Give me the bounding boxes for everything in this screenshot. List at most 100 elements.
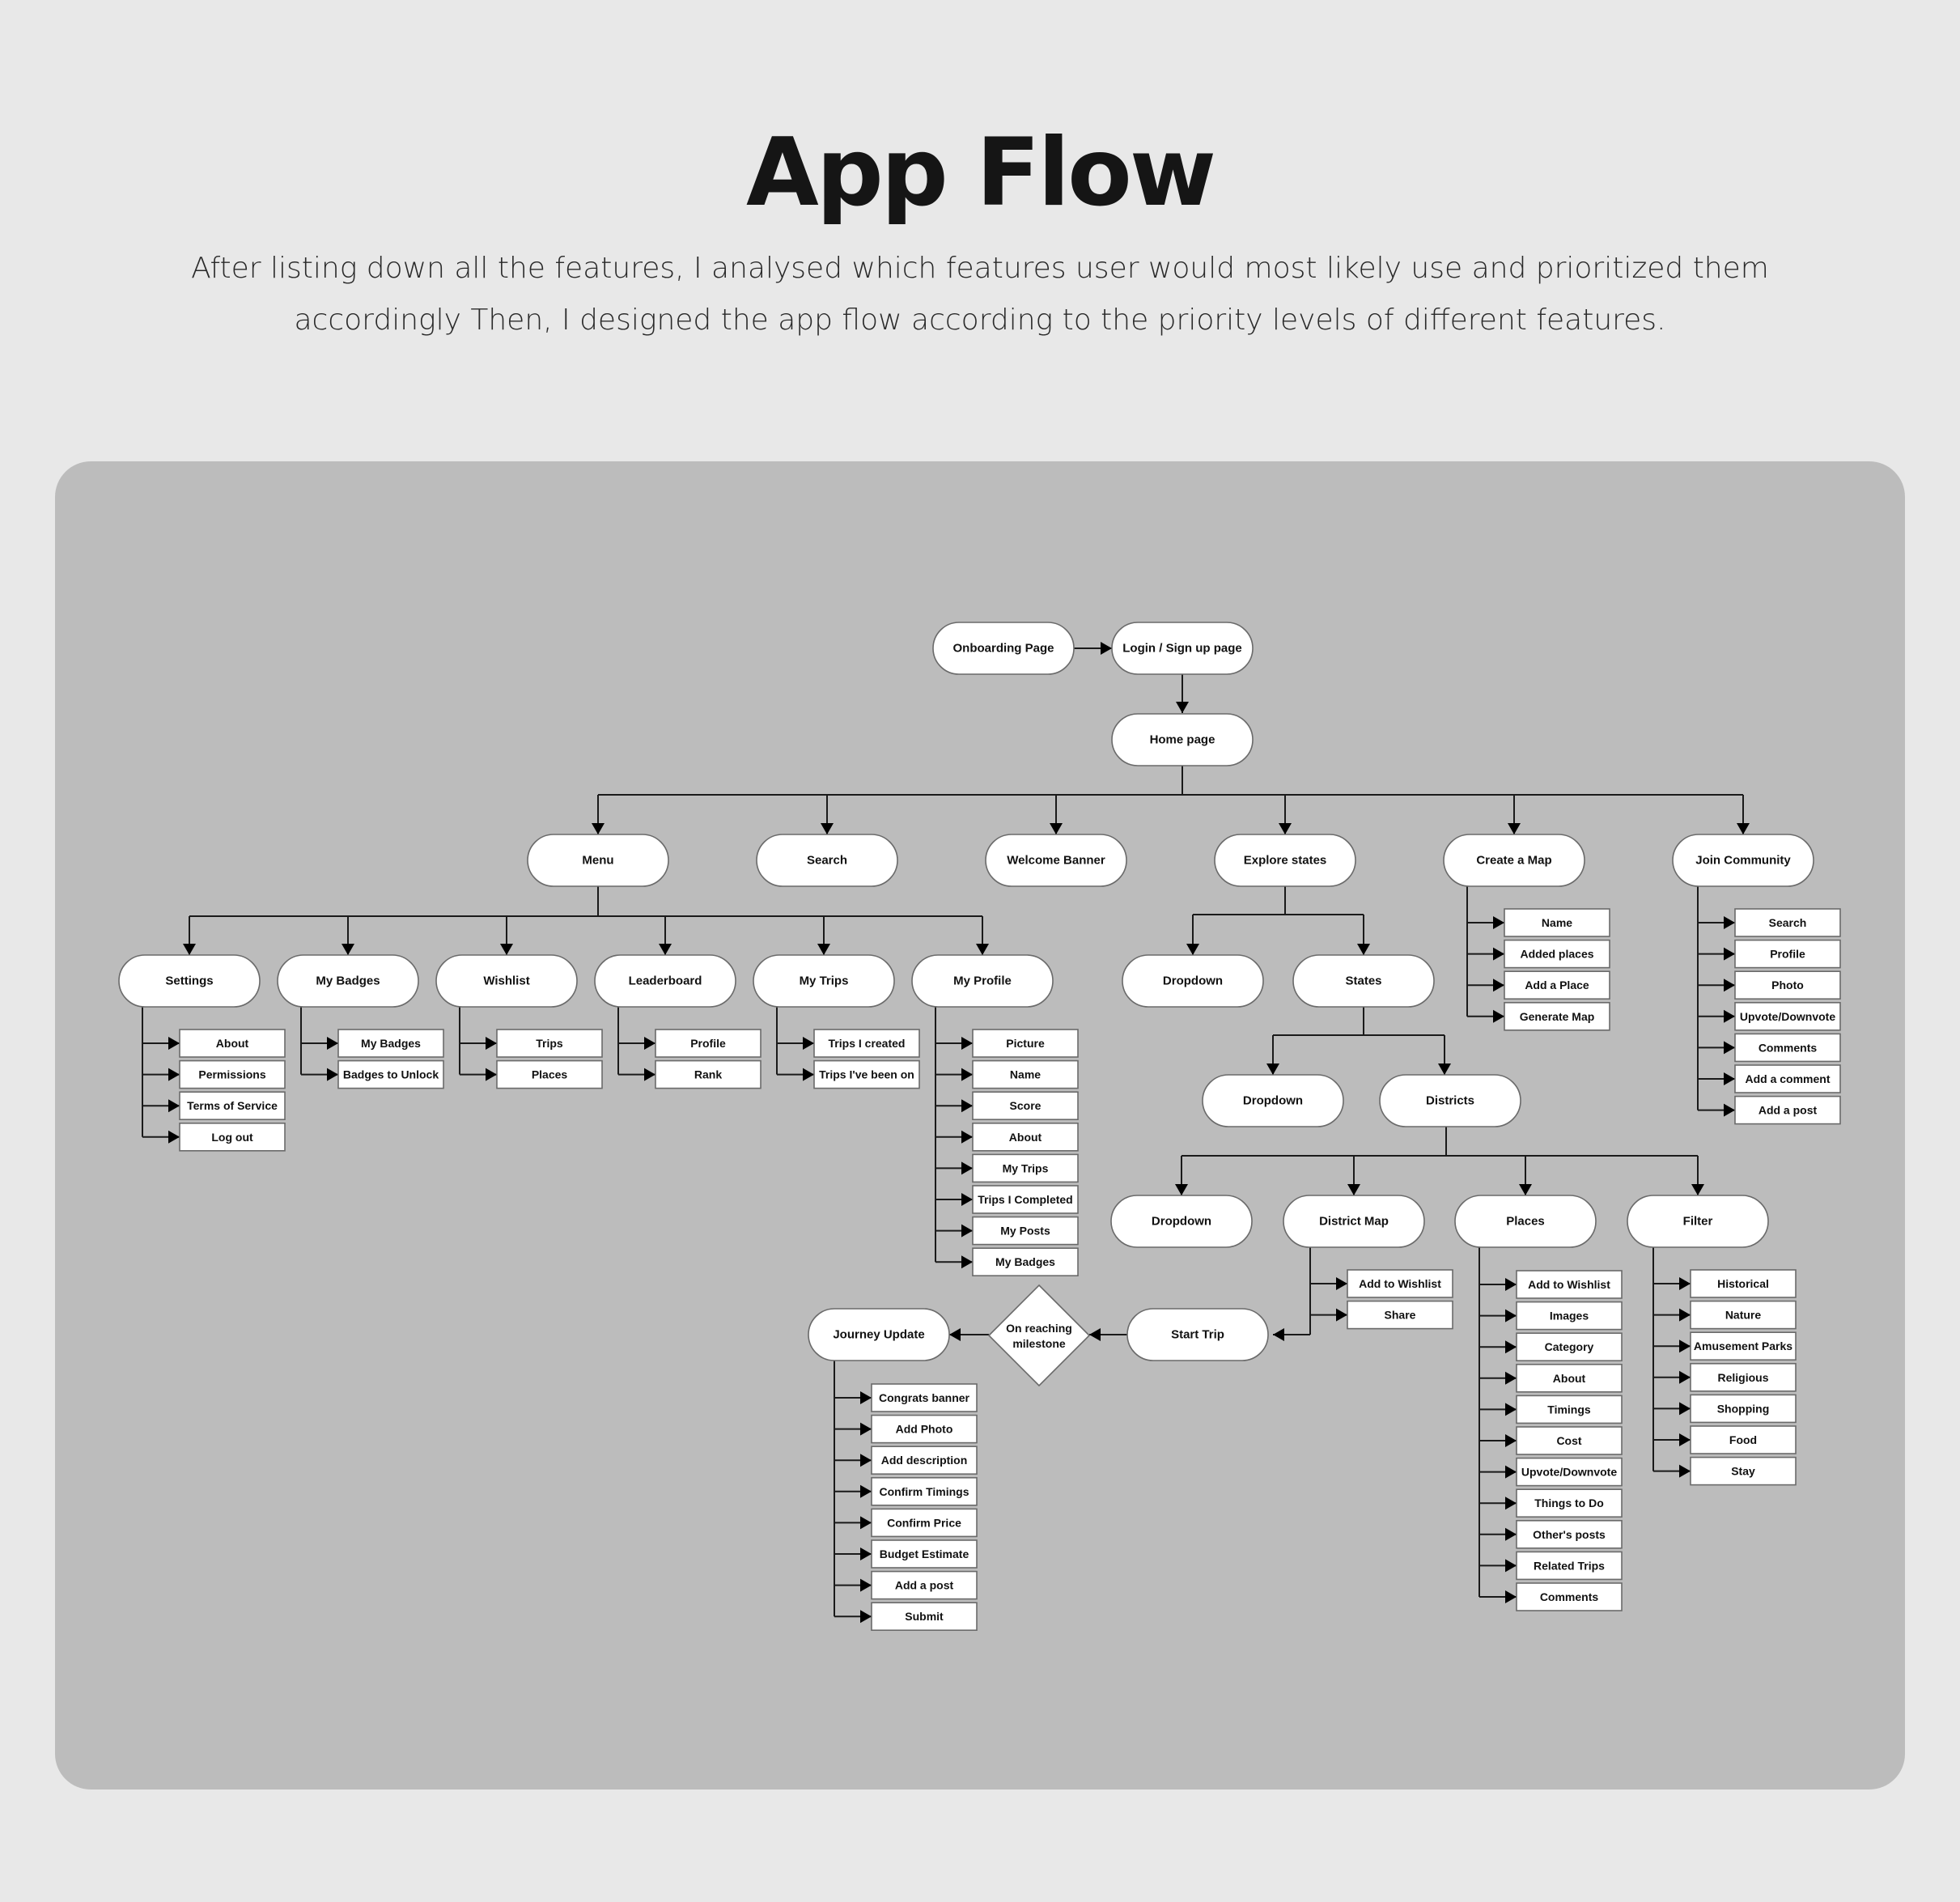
item-leaderboard-rank[interactable]: Rank [655, 1059, 762, 1089]
node-district-dropdown[interactable]: Dropdown [1110, 1195, 1253, 1248]
node-search[interactable]: Search [756, 834, 898, 887]
node-states-dropdown[interactable]: Dropdown [1202, 1074, 1344, 1127]
node-menu-my-profile[interactable]: My Profile [911, 954, 1054, 1008]
arrow-down-icon [592, 823, 605, 834]
arrow-right-icon [1505, 1309, 1517, 1322]
item-journey-submit[interactable]: Submit [871, 1602, 978, 1631]
node-label: My Trips [1003, 1161, 1049, 1174]
node-district-district-map[interactable]: District Map [1283, 1195, 1425, 1248]
item-community-profile[interactable]: Profile [1734, 939, 1841, 969]
item-journey-add-description[interactable]: Add description [871, 1446, 978, 1475]
item-create-map-added-places[interactable]: Added places [1504, 939, 1610, 969]
item-shape [871, 1602, 978, 1631]
item-places-cost[interactable]: Cost [1516, 1426, 1623, 1455]
node-login-signup-page[interactable]: Login / Sign up page [1111, 622, 1254, 675]
item-my-profile-about[interactable]: About [972, 1123, 1079, 1152]
item-settings-permissions[interactable]: Permissions [179, 1059, 286, 1089]
item-places-add-to-wishlist[interactable]: Add to Wishlist [1516, 1270, 1623, 1299]
node-district-places[interactable]: Places [1454, 1195, 1597, 1248]
node-menu-my-trips[interactable]: My Trips [753, 954, 895, 1008]
item-shape [1690, 1363, 1797, 1392]
item-create-map-generate-map[interactable]: Generate Map [1504, 1002, 1610, 1031]
node-label: Nature [1725, 1309, 1762, 1322]
item-settings-terms-of-service[interactable]: Terms of Service [179, 1091, 286, 1120]
item-district-map-share[interactable]: Share [1347, 1300, 1453, 1330]
item-filter-religious[interactable]: Religious [1690, 1363, 1797, 1392]
item-filter-nature[interactable]: Nature [1690, 1300, 1797, 1330]
node-states[interactable]: States [1292, 954, 1435, 1008]
node-start-trip[interactable]: Start Trip [1126, 1308, 1269, 1361]
item-journey-add-a-post[interactable]: Add a post [871, 1570, 978, 1600]
item-create-map-add-a-place[interactable]: Add a Place [1504, 970, 1610, 1000]
node-menu-settings[interactable]: Settings [118, 954, 261, 1008]
item-district-map-add-to-wishlist[interactable]: Add to Wishlist [1347, 1269, 1453, 1298]
item-wishlist-places[interactable]: Places [496, 1059, 603, 1089]
item-community-add-a-comment[interactable]: Add a comment [1734, 1064, 1841, 1093]
item-my-profile-trips-i-completed[interactable]: Trips I Completed [972, 1185, 1079, 1214]
item-places-comments[interactable]: Comments [1516, 1582, 1623, 1611]
item-settings-log-out[interactable]: Log out [179, 1123, 286, 1152]
item-my-profile-score[interactable]: Score [972, 1091, 1079, 1120]
item-leaderboard-profile[interactable]: Profile [655, 1029, 762, 1058]
item-places-category[interactable]: Category [1516, 1332, 1623, 1361]
item-community-add-a-post[interactable]: Add a post [1734, 1095, 1841, 1125]
node-menu-my-badges[interactable]: My Badges [277, 954, 419, 1008]
item-my-profile-my-trips[interactable]: My Trips [972, 1153, 1079, 1183]
node-journey-update[interactable]: Journey Update [808, 1308, 950, 1361]
item-places-related-trips[interactable]: Related Trips [1516, 1551, 1623, 1581]
node-shape [756, 834, 898, 887]
item-filter-amusement-parks[interactable]: Amusement Parks [1690, 1331, 1797, 1361]
node-district-filter[interactable]: Filter [1627, 1195, 1769, 1248]
node-districts[interactable]: Districts [1379, 1074, 1521, 1127]
item-community-upvote-downvote[interactable]: Upvote/Downvote [1734, 1002, 1841, 1031]
node-onboarding-page[interactable]: Onboarding Page [932, 622, 1075, 675]
item-places-timings[interactable]: Timings [1516, 1395, 1623, 1424]
node-label: Add a post [895, 1579, 954, 1592]
item-my-profile-name[interactable]: Name [972, 1059, 1079, 1089]
item-places-about[interactable]: About [1516, 1364, 1623, 1393]
item-my-trips-trips-i-created[interactable]: Trips I created [813, 1029, 920, 1058]
item-shape [337, 1059, 444, 1089]
item-places-other-s-posts[interactable]: Other's posts [1516, 1520, 1623, 1549]
item-my-badges-my-badges[interactable]: My Badges [337, 1029, 444, 1058]
node-create-a-map[interactable]: Create a Map [1443, 834, 1585, 887]
item-wishlist-trips[interactable]: Trips [496, 1029, 603, 1058]
item-community-search[interactable]: Search [1734, 908, 1841, 937]
item-shape [871, 1414, 978, 1444]
node-home-page[interactable]: Home page [1111, 713, 1254, 766]
node-label: Start Trip [1171, 1328, 1224, 1342]
item-my-profile-my-posts[interactable]: My Posts [972, 1216, 1079, 1246]
item-places-upvote-downvote[interactable]: Upvote/Downvote [1516, 1457, 1623, 1487]
item-create-map-name[interactable]: Name [1504, 908, 1610, 937]
item-journey-confirm-timings[interactable]: Confirm Timings [871, 1477, 978, 1506]
item-my-profile-my-badges[interactable]: My Badges [972, 1247, 1079, 1276]
item-journey-congrats-banner[interactable]: Congrats banner [871, 1383, 978, 1412]
node-join-community[interactable]: Join Community [1672, 834, 1814, 887]
item-filter-historical[interactable]: Historical [1690, 1269, 1797, 1298]
item-journey-budget-estimate[interactable]: Budget Estimate [871, 1539, 978, 1569]
item-settings-about[interactable]: About [179, 1029, 286, 1058]
node-shape [435, 954, 578, 1008]
item-filter-food[interactable]: Food [1690, 1425, 1797, 1454]
item-filter-shopping[interactable]: Shopping [1690, 1394, 1797, 1424]
node-explore-dropdown[interactable]: Dropdown [1122, 954, 1264, 1008]
item-community-comments[interactable]: Comments [1734, 1033, 1841, 1063]
item-my-profile-picture[interactable]: Picture [972, 1029, 1079, 1058]
item-my-badges-badges-to-unlock[interactable]: Badges to Unlock [337, 1059, 444, 1089]
item-my-trips-trips-i-ve-been-on[interactable]: Trips I've been on [813, 1059, 920, 1089]
item-places-images[interactable]: Images [1516, 1301, 1623, 1331]
node-menu-leaderboard[interactable]: Leaderboard [594, 954, 736, 1008]
node-label: My Badges [316, 974, 380, 988]
node-menu[interactable]: Menu [527, 834, 669, 887]
item-community-photo[interactable]: Photo [1734, 970, 1841, 1000]
item-journey-confirm-price[interactable]: Confirm Price [871, 1508, 978, 1538]
item-shape [1516, 1301, 1623, 1331]
item-filter-stay[interactable]: Stay [1690, 1456, 1797, 1486]
node-explore-states[interactable]: Explore states [1214, 834, 1356, 887]
item-journey-add-photo[interactable]: Add Photo [871, 1414, 978, 1444]
item-places-things-to-do[interactable]: Things to Do [1516, 1488, 1623, 1518]
item-shape [655, 1029, 762, 1058]
node-welcome-banner[interactable]: Welcome Banner [985, 834, 1127, 887]
node-menu-wishlist[interactable]: Wishlist [435, 954, 578, 1008]
